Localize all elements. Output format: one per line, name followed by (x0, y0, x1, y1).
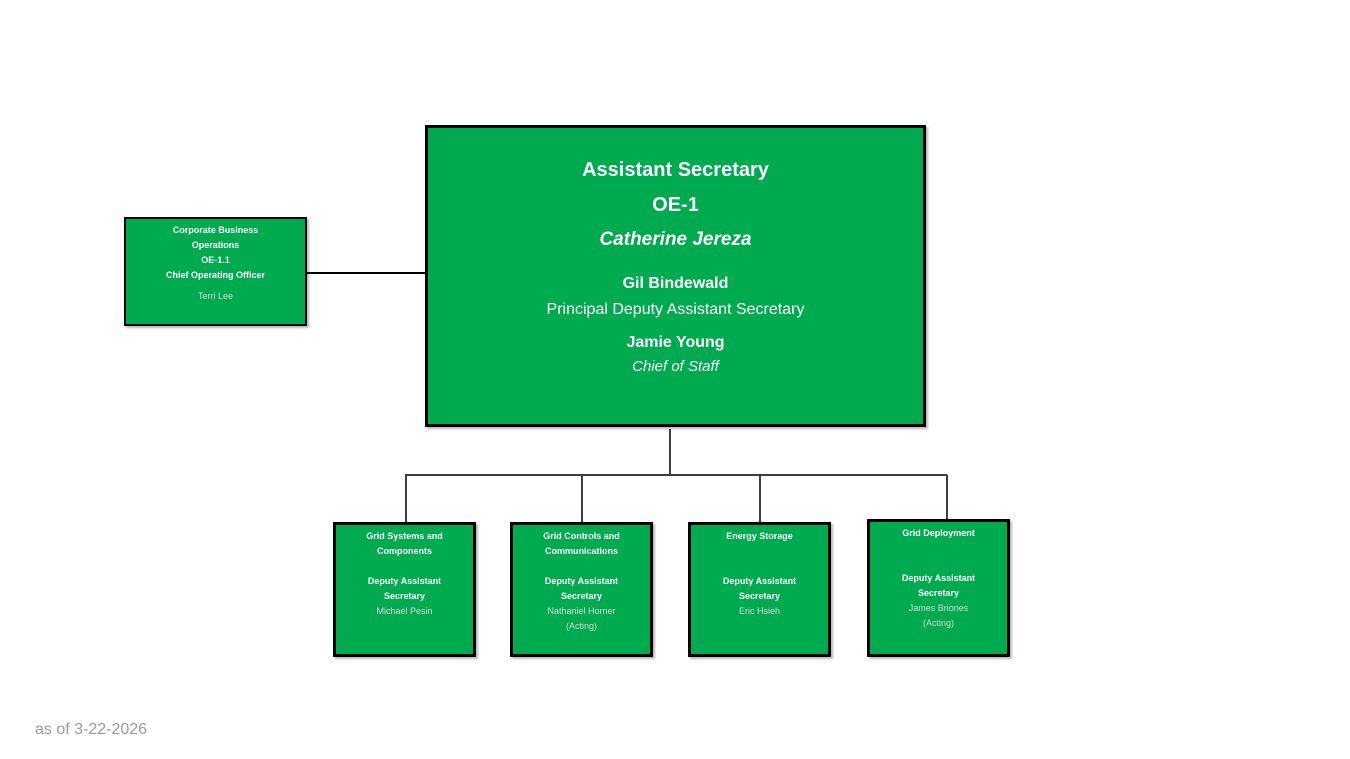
org-box-grid-systems-and-components: Grid Systems and Components Deputy Assis… (333, 522, 476, 657)
org-unit-title: Energy Storage (726, 531, 793, 541)
org-unit-person: Nathaniel Horner (547, 606, 616, 616)
org-unit-acting-note: (Acting) (565, 621, 597, 631)
org-box-energy-storage: Energy Storage Deputy Assistant Secretar… (688, 522, 831, 657)
org-unit-person: Terri Lee (197, 291, 233, 301)
org-unit-title: Grid Controls and Communications (543, 531, 620, 556)
chief-of-staff-title: Chief of Staff (632, 358, 719, 375)
org-box-grid-controls-and-communications: Grid Controls and Communications Deputy … (510, 522, 653, 657)
org-unit-person: Eric Hsieh (738, 606, 780, 616)
org-unit-title: Assistant Secretary (582, 159, 769, 181)
org-unit-person: James Briones (908, 603, 969, 613)
org-unit-code: OE-1.1 (201, 255, 230, 265)
org-unit-title: Grid Systems and Components (366, 531, 443, 556)
connector-root-stem (669, 429, 671, 474)
org-unit-code: OE-1 (652, 194, 699, 216)
org-unit-role: Deputy Assistant Secretary (544, 576, 619, 601)
org-box-grid-deployment: Grid Deployment Deputy Assistant Secreta… (867, 519, 1010, 657)
chief-of-staff-name: Jamie Young (626, 334, 725, 351)
org-unit-person: Michael Pesin (376, 606, 433, 616)
org-box-corporate-business-operations: Corporate Business Operations OE-1.1 Chi… (124, 217, 307, 326)
org-unit-acting-note: (Acting) (922, 618, 954, 628)
connector-drop-grid-systems (405, 475, 407, 522)
org-unit-role: Deputy Assistant Secretary (722, 576, 797, 601)
connector-horizontal-bar (405, 474, 947, 476)
org-unit-title: Corporate Business Operations (172, 225, 259, 250)
connector-drop-grid-deployment (946, 475, 948, 519)
deputy-name: Gil Bindewald (622, 275, 729, 292)
connector-side-to-root (307, 272, 425, 274)
connector-drop-grid-controls (581, 475, 583, 522)
connector-drop-energy-storage (759, 475, 761, 522)
org-unit-role: Deputy Assistant Secretary (367, 576, 442, 601)
org-unit-title: Grid Deployment (902, 528, 975, 538)
org-unit-role: Deputy Assistant Secretary (901, 573, 976, 598)
deputy-title: Principal Deputy Assistant Secretary (546, 301, 805, 318)
as-of-date: as of 3-22-2026 (35, 721, 148, 738)
org-unit-leader: Catherine Jereza (599, 229, 752, 250)
org-unit-role: Chief Operating Officer (165, 270, 265, 280)
org-box-assistant-secretary: Assistant Secretary OE-1 Catherine Jerez… (425, 125, 926, 427)
